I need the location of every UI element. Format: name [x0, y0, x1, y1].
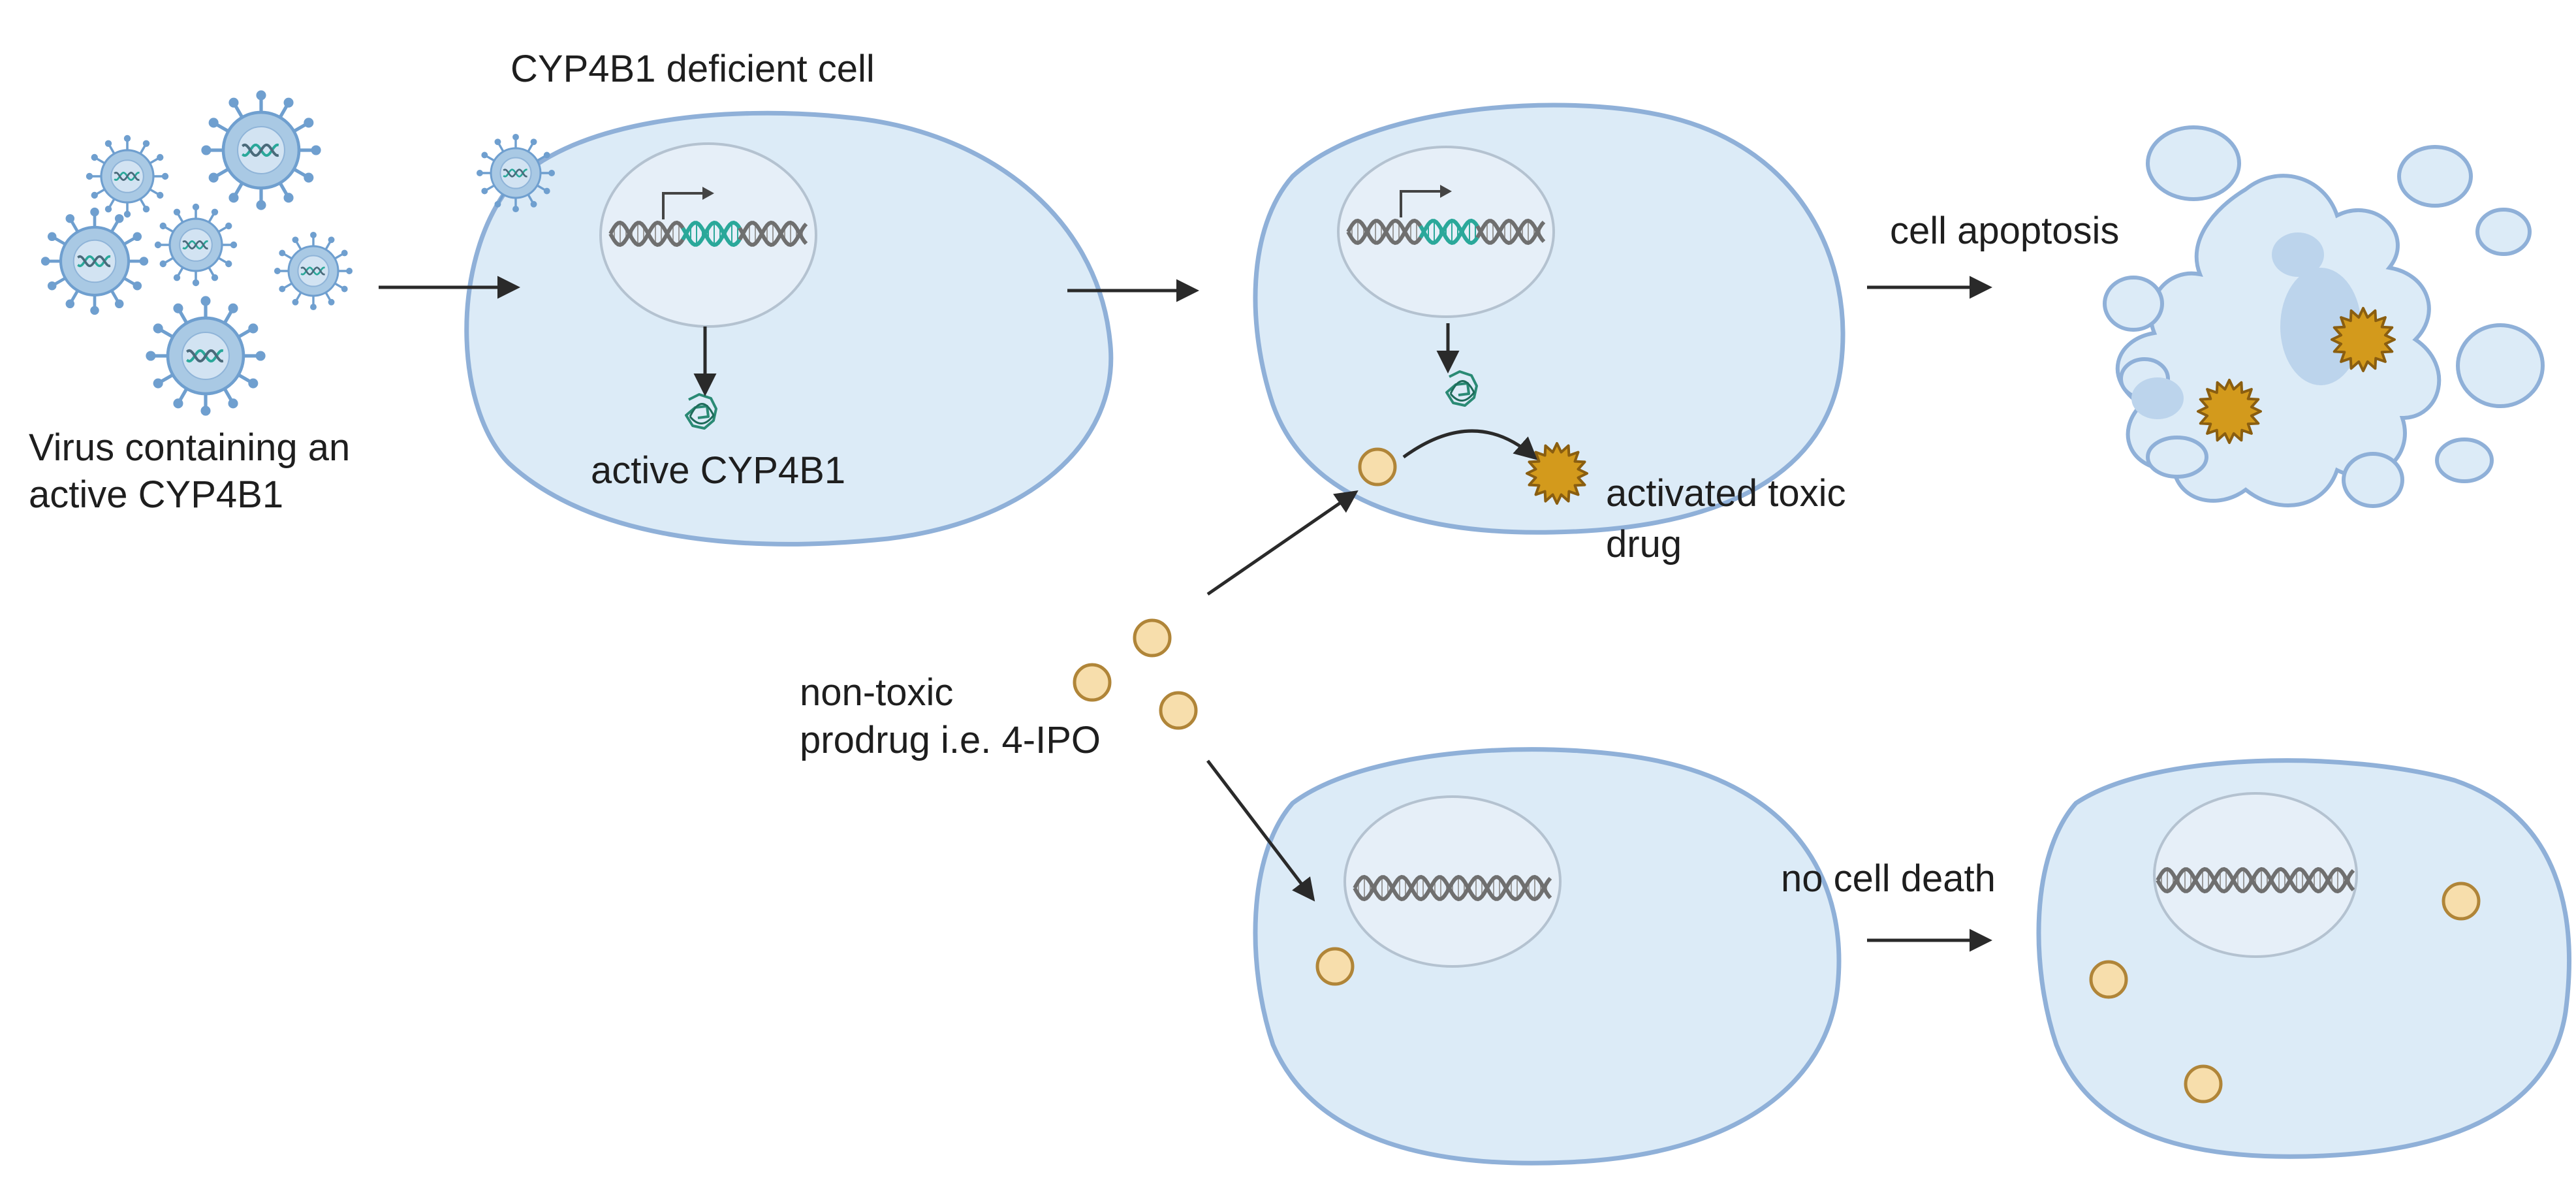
- apoptotic-body: [2103, 276, 2164, 332]
- prodrug-molecule-icon: [2089, 960, 2128, 999]
- apoptotic-nucleus-fragment: [2131, 377, 2184, 419]
- prodrug-label-line-2: prodrug i.e. 4-IPO: [800, 719, 1101, 761]
- prodrug-molecule-icon: [1133, 618, 1172, 658]
- apoptotic-cell: [2103, 125, 2545, 508]
- apoptotic-nucleus-fragment: [2280, 268, 2361, 385]
- toxic-drug-icon: [1526, 442, 1588, 505]
- enzyme-icon: [685, 393, 717, 430]
- dna-icon: [1346, 185, 1546, 246]
- virus-label-line-2: active CYP4B1: [29, 473, 284, 516]
- apoptotic-cell-body: [2115, 174, 2442, 507]
- active-enzyme-label: active CYP4B1: [591, 449, 846, 492]
- deficient-cell-label: CYP4B1 deficient cell: [510, 48, 875, 90]
- virus-icon: [476, 133, 556, 213]
- enzyme-icon: [1445, 370, 1478, 407]
- prodrug-uptake-arrow: [1206, 490, 1359, 596]
- dna-icon: [1353, 874, 1552, 902]
- no-death-label: no cell death: [1781, 857, 1996, 900]
- prodrug-label-line-1: non-toxic: [800, 671, 954, 714]
- prodrug-molecule-icon: [2184, 1064, 2223, 1104]
- prodrug-molecule-icon: [1315, 947, 1355, 986]
- virus-label-line-1: Virus containing an: [29, 426, 351, 469]
- apoptotic-nucleus-fragment: [2272, 232, 2324, 277]
- virus-icon: [40, 207, 149, 315]
- apoptosis-label: cell apoptosis: [1890, 210, 2120, 252]
- prodrug-molecule-icon: [1358, 447, 1397, 486]
- toxic-drug-icon: [2331, 307, 2396, 372]
- virus-icon: [154, 203, 238, 287]
- toxic-drug-icon: [2197, 379, 2262, 444]
- apoptotic-body: [2456, 323, 2545, 408]
- toxic-drug-label-line-1: activated toxic: [1606, 472, 1846, 515]
- apoptotic-body: [2397, 145, 2473, 208]
- virus-icon: [146, 296, 266, 416]
- virus-icon: [201, 90, 321, 210]
- toxic-drug-label-line-2: drug: [1606, 523, 1682, 565]
- prodrug-uptake-arrow-untransduced: [1206, 759, 1315, 902]
- activation-arrow: [1402, 429, 1538, 460]
- apoptotic-body: [2342, 452, 2404, 508]
- apoptotic-body: [2435, 437, 2494, 483]
- virus-icon: [86, 135, 169, 218]
- transcription-arrow-icon: [662, 187, 714, 219]
- apoptotic-body: [2475, 208, 2532, 256]
- prodrug-molecule-icon: [1159, 691, 1198, 730]
- transcription-arrow-icon: [1400, 185, 1452, 217]
- virus-icon: [274, 231, 353, 311]
- apoptotic-body: [2146, 436, 2208, 479]
- dna-icon: [2156, 867, 2355, 894]
- prodrug-molecule-icon: [1073, 663, 1112, 702]
- prodrug-molecule-icon: [2442, 882, 2481, 921]
- dna-icon: [608, 187, 808, 247]
- apoptotic-body: [2146, 125, 2241, 201]
